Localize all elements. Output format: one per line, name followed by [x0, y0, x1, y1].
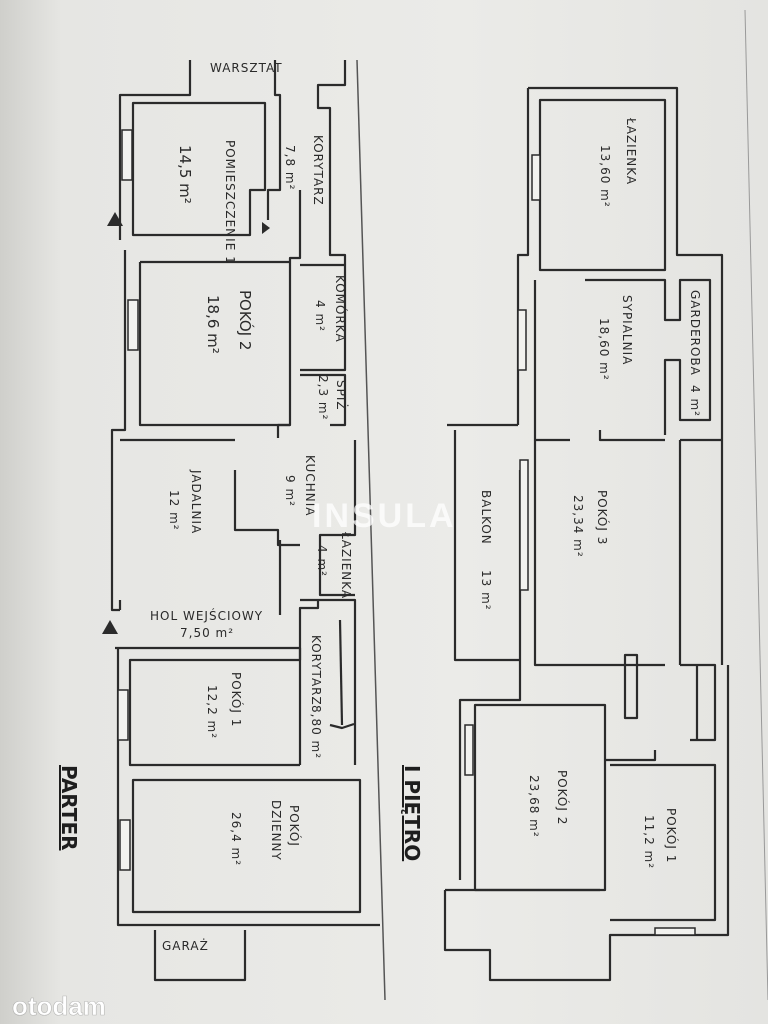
label-hol: HOL WEJŚCIOWY [150, 608, 263, 623]
label-pokoj2-pietro: POKÓJ 2 [555, 770, 570, 825]
label-pokoj3: POKÓJ 3 [595, 490, 610, 545]
area-pokoj2-pietro: 23,68 m² [527, 775, 541, 838]
area-garderoba: 4 m² [688, 385, 702, 417]
label-balkon: BALKON [479, 490, 493, 545]
area-pokoj2: 18,6 m² [204, 295, 222, 354]
label-pokoj1-pietro: POKÓJ 1 [664, 808, 679, 863]
title-pietro: I PIĘTRO [400, 765, 424, 861]
watermark: INSULA [312, 497, 457, 535]
area-pokoj3: 23,34 m² [571, 495, 585, 558]
area-balkon: 13 m² [479, 570, 493, 611]
label-korytarz-bottom: KORYTARZ [309, 635, 323, 706]
label-pomieszczenie1: POMIESZCZENIE 1 [223, 140, 237, 265]
label-pokoj-dzienny-1: POKÓJ [287, 805, 302, 847]
label-kuchnia: KUCHNIA [303, 455, 317, 516]
area-pokoj-dzienny: 26,4 m² [229, 812, 243, 866]
entrance-arrow-icon [107, 212, 123, 226]
area-lazienka-parter: 4 m² [315, 545, 329, 577]
area-pomieszczenie1: 14,5 m² [176, 145, 194, 204]
area-hol: 7,50 m² [180, 626, 234, 640]
area-kuchnia: 9 m² [283, 475, 297, 507]
area-pokoj1-parter: 12,2 m² [205, 685, 219, 739]
otodam-logo: otodam [12, 991, 106, 1021]
title-parter: PARTER [57, 765, 81, 851]
parter-walls [102, 60, 380, 982]
area-sypialnia: 18,60 m² [597, 318, 611, 381]
entrance-arrow-icon [102, 620, 118, 634]
label-sypialnia: SYPIALNIA [620, 295, 634, 365]
paper-fold-line [356, 59, 386, 1001]
area-korytarz-top: 7,8 m² [283, 145, 297, 190]
area-spiz: 2,3 m² [316, 375, 330, 420]
area-komorka: 4 m² [313, 300, 327, 332]
label-pokoj-dzienny-2: DZIENNY [269, 800, 283, 861]
area-lazienka-pietro: 13,60 m² [598, 145, 612, 208]
door-arrow-icon [262, 222, 270, 234]
paper-edge [744, 9, 768, 1001]
area-pokoj1-pietro: 11,2 m² [642, 815, 656, 869]
label-warsztat: WARSZTAT [210, 61, 283, 75]
label-pokoj2: POKÓJ 2 [236, 290, 255, 350]
label-garderoba: GARDEROBA [688, 290, 702, 376]
label-spiz: SPIŻ [334, 380, 349, 411]
label-lazienka-pietro: ŁAZIENKA [624, 117, 638, 185]
label-korytarz-top: KORYTARZ [311, 135, 325, 206]
area-korytarz-bottom: 8,80 m² [309, 705, 323, 759]
label-garaz: GARAŻ [162, 938, 209, 953]
label-pokoj1-parter: POKÓJ 1 [229, 672, 244, 727]
pietro-walls [443, 86, 730, 982]
label-lazienka-parter: ŁAZIENKA [339, 531, 353, 599]
label-jadalnia: JADALNIA [189, 469, 203, 534]
label-komorka: KOMÓRKA [333, 275, 348, 343]
area-jadalnia: 12 m² [167, 490, 181, 531]
